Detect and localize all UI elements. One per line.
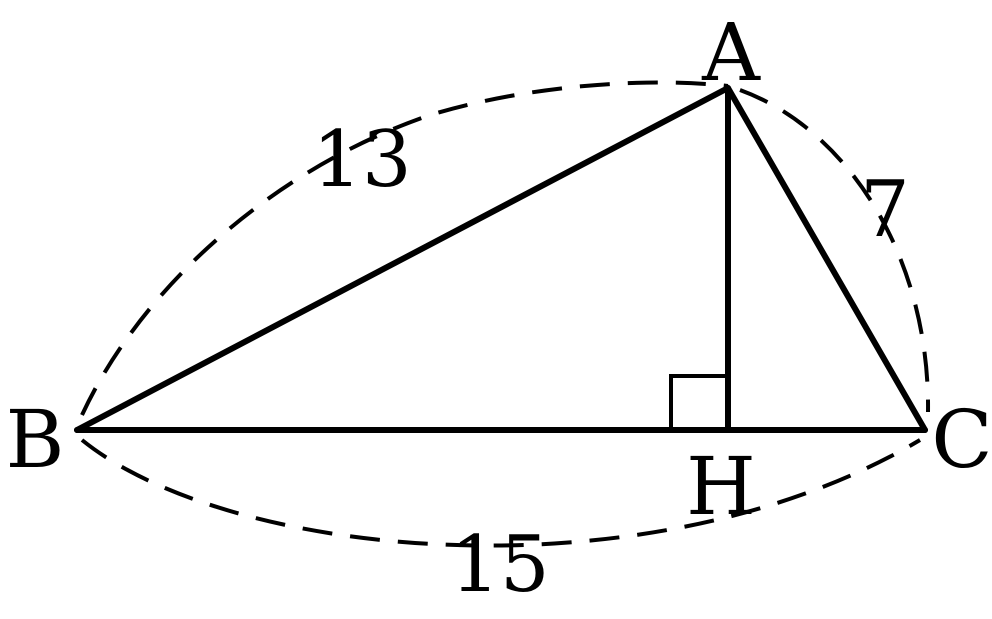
- vertex-label-c: C: [931, 393, 992, 486]
- dashed-arc-ac: [739, 88, 931, 413]
- length-label-ab: 13: [312, 115, 411, 205]
- length-label-bc: 15: [450, 520, 549, 610]
- length-label-ac: 7: [860, 165, 910, 255]
- vertex-label-b: B: [6, 393, 65, 486]
- vertex-label-a: A: [701, 6, 761, 99]
- right-angle-mark: [669, 374, 725, 430]
- dashed-arc-bc: [80, 438, 922, 548]
- dashed-arc-ab: [80, 80, 729, 416]
- vertex-label-h: H: [686, 440, 756, 533]
- side-ac: [725, 85, 928, 433]
- side-ab: [74, 85, 731, 433]
